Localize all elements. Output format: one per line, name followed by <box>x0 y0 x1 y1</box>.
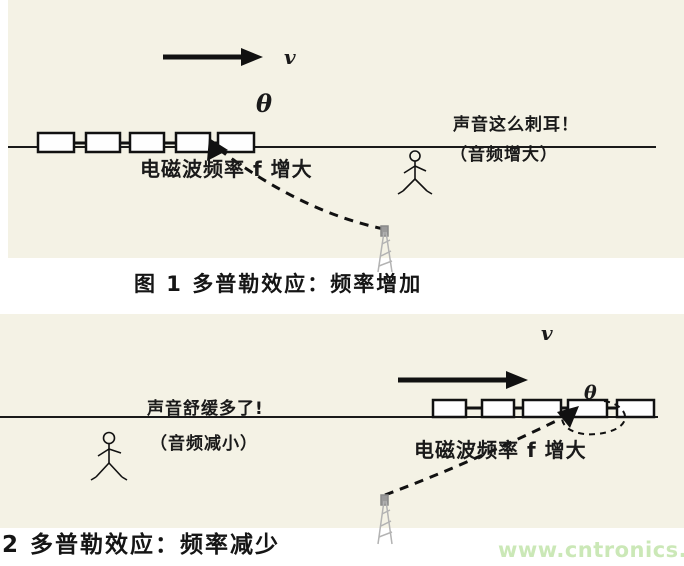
figure2-theta-label: θ <box>584 382 597 404</box>
figure2-panel-background <box>0 314 684 528</box>
figure2-velocity-label: v <box>541 321 553 345</box>
figure1-theta-label: θ <box>256 89 273 118</box>
figure2-observer-note: （音频减小） <box>150 434 258 454</box>
figure1-observer-note: （音频增大） <box>450 145 558 165</box>
figure1-velocity-label: v <box>284 45 296 69</box>
figure1-caption: 图 1 多普勒效应：频率增加 <box>134 272 423 296</box>
figure1-wave-frequency-label: 电磁波频率 f 增大 <box>140 157 313 181</box>
figure1-observer-speech: 声音这么刺耳！ <box>453 115 579 135</box>
figure2-observer-speech: 声音舒缓多了! <box>147 399 264 419</box>
figure2-caption: 2 多普勒效应：频率减少 <box>2 532 281 558</box>
site-watermark: www.cntronics.com <box>498 538 684 562</box>
figure1-panel-background <box>8 0 684 258</box>
figure2-wave-frequency-label: 电磁波频率 f 增大 <box>414 438 587 462</box>
